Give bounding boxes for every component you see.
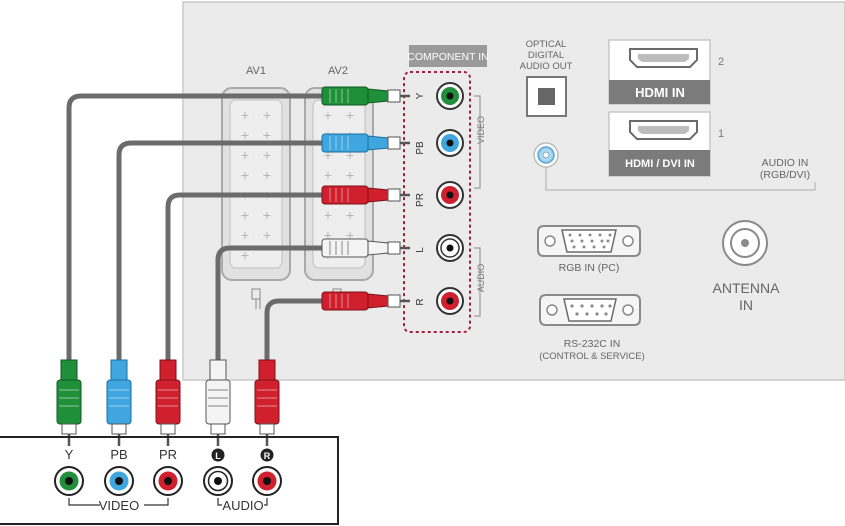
- device-jack-pb[interactable]: [104, 466, 134, 496]
- device-plug-l[interactable]: [205, 359, 231, 446]
- audio-in-label-line2: (RGB/DVI): [760, 169, 810, 181]
- cable-l: [215, 245, 325, 365]
- svg-text:+: +: [346, 207, 354, 223]
- video-group-bracket: [474, 95, 481, 189]
- audio-group-bracket: [474, 247, 481, 317]
- svg-text:+: +: [263, 207, 271, 223]
- rs232c-port[interactable]: [539, 294, 641, 326]
- device-plug-y[interactable]: [56, 359, 82, 446]
- device-jack-l[interactable]: [203, 466, 233, 496]
- panel-plug-pr[interactable]: [321, 185, 410, 205]
- svg-text:+: +: [263, 127, 271, 143]
- optical-label-line1: OPTICAL: [526, 39, 567, 50]
- device-video-label: VIDEO: [99, 498, 139, 513]
- hdmi-2-label: HDMI IN: [635, 85, 685, 100]
- svg-text:+: +: [346, 147, 354, 163]
- audio-in-leader-line: [545, 167, 816, 191]
- audio-in-jack[interactable]: [533, 142, 559, 168]
- rs232c-label-line2: (CONTROL & SERVICE): [539, 351, 645, 362]
- jack-label-l: L: [415, 247, 426, 253]
- svg-text:+: +: [263, 107, 271, 123]
- device-label-r-badge: R: [260, 448, 274, 462]
- component-in-label: COMPONENT IN: [407, 51, 488, 63]
- hdmi-1-label: HDMI / DVI IN: [625, 158, 695, 170]
- av1-scart-connector[interactable]: ++ ++ ++ ++ ++ ++ ++ +: [221, 87, 291, 281]
- jack-pr[interactable]: [436, 181, 464, 209]
- svg-text:+: +: [263, 147, 271, 163]
- panel-plug-pb[interactable]: [321, 133, 410, 153]
- audio-in-label-line1: AUDIO IN: [762, 157, 809, 169]
- rgb-in-label: RGB IN (PC): [559, 262, 620, 274]
- svg-text:+: +: [241, 127, 249, 143]
- device-plug-r[interactable]: [254, 359, 280, 446]
- svg-text:+: +: [241, 227, 249, 243]
- antenna-label-line1: ANTENNA: [713, 280, 781, 296]
- svg-text:+: +: [346, 107, 354, 123]
- av2-label: AV2: [328, 65, 348, 77]
- cable-y: [66, 93, 325, 365]
- panel-plug-r[interactable]: [321, 291, 410, 311]
- jack-label-r: R: [415, 298, 426, 305]
- jack-label-pr: PR: [415, 193, 426, 207]
- cable-r: [264, 298, 325, 365]
- hdmi-2-port[interactable]: [608, 39, 711, 105]
- svg-text:+: +: [324, 227, 332, 243]
- hdmi-1-number: 1: [718, 128, 724, 140]
- device-label-r: R: [264, 451, 271, 461]
- svg-text:+: +: [241, 247, 249, 263]
- optical-port[interactable]: [526, 76, 567, 117]
- cable-pb: [116, 140, 325, 365]
- optical-label-line3: AUDIO OUT: [520, 61, 573, 72]
- device-label-y: Y: [65, 447, 74, 462]
- panel-plug-l[interactable]: [321, 238, 410, 258]
- device-audio-bracket: [217, 498, 268, 506]
- device-label-pr: PR: [159, 447, 177, 462]
- jack-y[interactable]: [436, 82, 464, 110]
- antenna-in-connector[interactable]: [722, 220, 768, 266]
- device-plug-pr[interactable]: [155, 359, 181, 446]
- svg-text:+: +: [324, 107, 332, 123]
- svg-text:+: +: [241, 107, 249, 123]
- device-jack-pr[interactable]: [153, 466, 183, 496]
- jack-r[interactable]: [436, 287, 464, 315]
- device-label-l-badge: L: [211, 448, 225, 462]
- component-in-header: [409, 45, 487, 67]
- video-group-label: VIDEO: [476, 116, 486, 144]
- device-jack-y[interactable]: [54, 466, 84, 496]
- hdmi-2-number: 2: [718, 56, 724, 68]
- jack-label-pb: PB: [415, 141, 426, 155]
- rs232c-label-line1: RS-232C IN: [564, 338, 621, 350]
- av1-label: AV1: [246, 65, 266, 77]
- svg-text:+: +: [241, 207, 249, 223]
- jack-l[interactable]: [436, 234, 464, 262]
- svg-text:+: +: [346, 227, 354, 243]
- optical-label-line2: DIGITAL: [528, 50, 564, 61]
- svg-text:+: +: [324, 147, 332, 163]
- svg-text:+: +: [346, 167, 354, 183]
- jack-label-y: Y: [415, 92, 426, 99]
- device-label-pb: PB: [110, 447, 127, 462]
- device-jack-r[interactable]: [252, 466, 282, 496]
- jack-pb[interactable]: [436, 129, 464, 157]
- svg-text:+: +: [324, 167, 332, 183]
- device-plug-pb[interactable]: [106, 359, 132, 446]
- svg-text:+: +: [241, 167, 249, 183]
- device-audio-label: AUDIO: [222, 498, 263, 513]
- cables: [66, 93, 325, 365]
- component-in-box: [403, 71, 471, 333]
- svg-text:+: +: [241, 147, 249, 163]
- panel-plug-y[interactable]: [321, 86, 410, 106]
- antenna-label-line2: IN: [739, 297, 753, 313]
- svg-text:+: +: [324, 207, 332, 223]
- rgb-in-port[interactable]: [537, 225, 641, 257]
- audio-group-label: AUDIO: [476, 264, 486, 293]
- device-label-l: L: [215, 451, 221, 461]
- svg-text:+: +: [263, 227, 271, 243]
- cable-pr: [165, 192, 325, 365]
- svg-text:+: +: [263, 167, 271, 183]
- device-video-bracket: [68, 498, 169, 506]
- hdmi-1-port[interactable]: [608, 111, 711, 177]
- external-device-box: [0, 436, 339, 525]
